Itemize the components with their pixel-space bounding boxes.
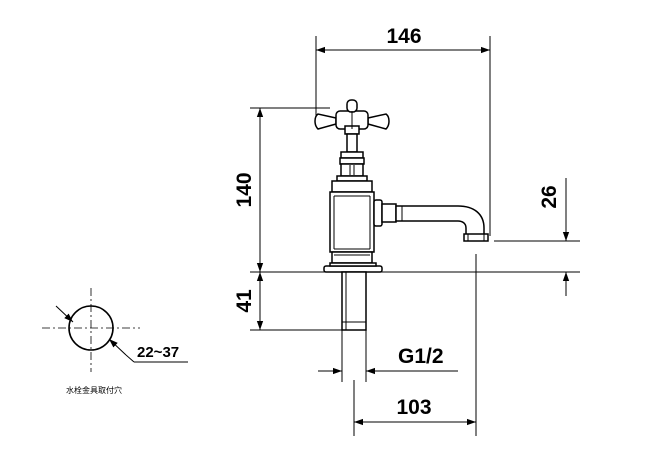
dim-thread-label: G1/2	[398, 345, 444, 368]
hole-diameter-label: 22~37	[137, 344, 179, 361]
body	[329, 191, 375, 264]
dim-height-label: 140	[233, 172, 256, 207]
dim-below-deck: 41	[233, 272, 345, 331]
dim-spout-height-label: 26	[538, 185, 561, 208]
flange	[323, 262, 383, 273]
dim-height: 140	[233, 107, 330, 272]
hole-detail: 22~37 水栓金具取付穴	[42, 288, 188, 395]
dim-reach-label: 103	[396, 396, 431, 419]
spout	[373, 199, 489, 242]
dim-top-width: 146	[315, 25, 491, 236]
cross-handle	[314, 99, 390, 135]
dim-reach: 103	[353, 254, 477, 436]
threaded-shank	[341, 271, 367, 331]
hole-caption: 水栓金具取付穴	[66, 385, 122, 395]
dim-top-width-label: 146	[386, 25, 421, 48]
dim-spout-height: 26	[494, 178, 580, 296]
faucet	[314, 99, 489, 331]
dim-below-deck-label: 41	[233, 289, 256, 313]
stem	[331, 133, 373, 193]
dim-thread: G1/2	[318, 330, 458, 382]
